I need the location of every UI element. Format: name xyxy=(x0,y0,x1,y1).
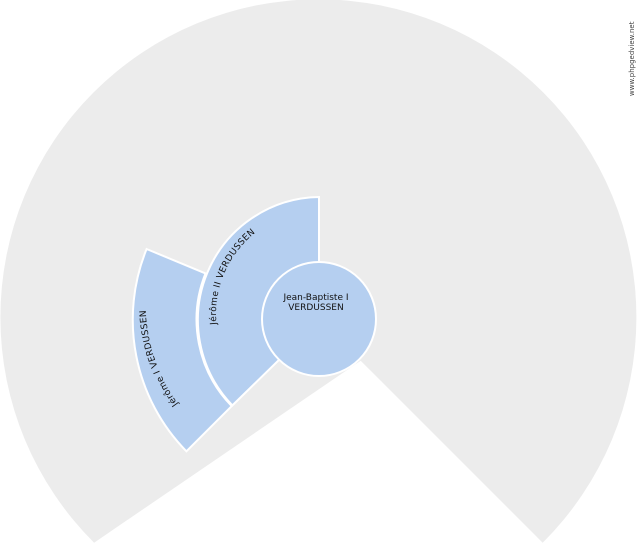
root-person-circle[interactable] xyxy=(261,261,377,377)
watermark-text[interactable]: www.phpgedview.net xyxy=(628,21,636,96)
root-name-line2: VERDUSSEN xyxy=(288,303,343,313)
root-name-line1: Jean-Baptiste I xyxy=(282,293,348,303)
ancestor-segment-generation-2[interactable] xyxy=(131,247,234,453)
